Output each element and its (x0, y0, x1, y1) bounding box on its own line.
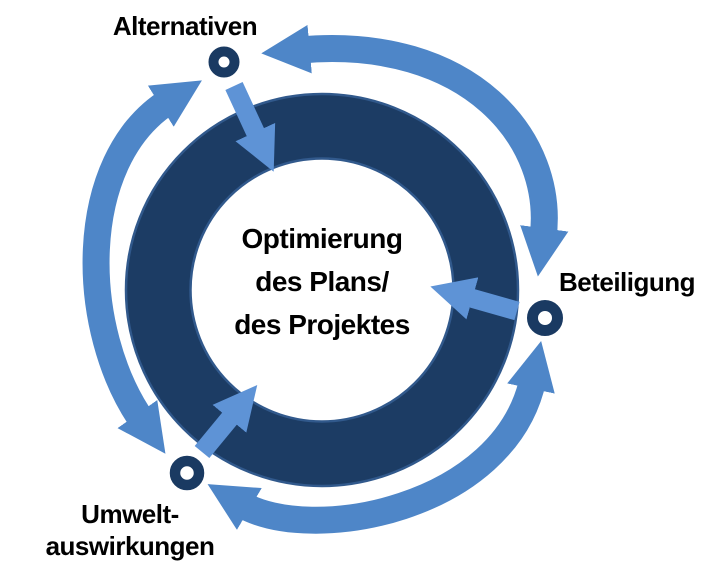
node-label-umwelt-line2: auswirkungen (45, 531, 215, 561)
node-marker-alternativen-icon (208, 46, 240, 78)
node-label-umwelt-line1: Umwelt- (81, 499, 179, 529)
arrow-alternativen-to-center (225, 82, 276, 172)
node-marker-umweltauswirkungen-icon (169, 455, 205, 491)
node-label-umweltauswirkungen: Umwelt- auswirkungen (46, 498, 215, 562)
node-label-beteiligung: Beteiligung (558, 267, 696, 297)
arrow-umweltauswirkungen-to-center (194, 385, 258, 459)
arrow-umweltauswirkungen-beteiligung (207, 340, 555, 534)
center-label-line2: des Plans/ (255, 266, 389, 297)
center-label: Optimierung des Plans/ des Projektes (234, 217, 410, 346)
arrow-alternativen-umweltauswirkungen (82, 80, 202, 454)
center-label-line3: des Projektes (234, 309, 410, 340)
node-marker-beteiligung-icon (527, 300, 563, 336)
center-label-line1: Optimierung (241, 223, 403, 254)
arrow-beteiligung-alternativen (261, 24, 569, 277)
arrow-beteiligung-to-center (430, 277, 520, 321)
node-label-alternativen: Alternativen (112, 11, 258, 41)
